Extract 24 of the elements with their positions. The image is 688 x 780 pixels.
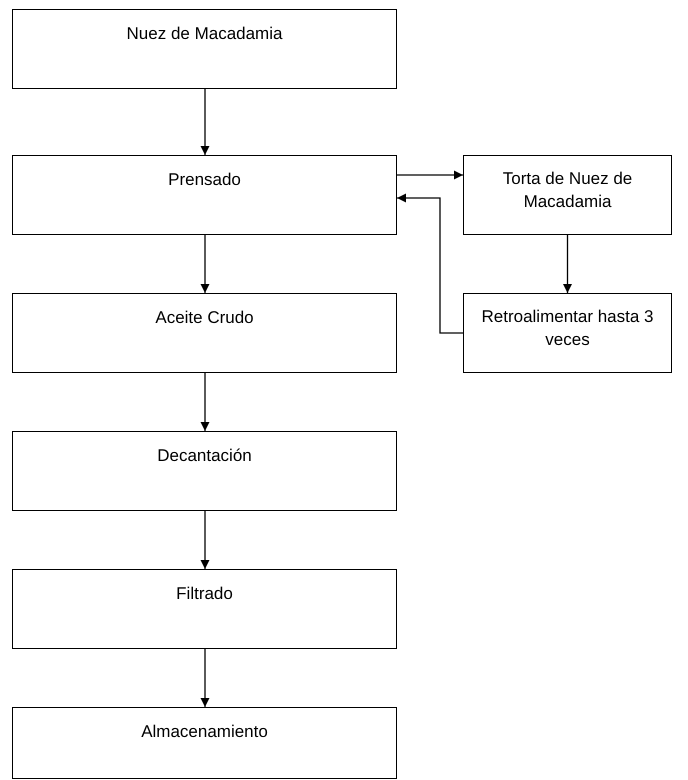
process-box <box>12 9 397 89</box>
box-label: Filtrado <box>175 584 234 604</box>
arrow <box>563 235 572 293</box>
box-label: Nuez de Macadamia <box>126 24 284 44</box>
box-label: Almacenamiento <box>140 722 269 742</box>
process-box <box>12 155 397 235</box>
arrow <box>200 649 210 707</box>
process-box <box>12 431 397 511</box>
arrow <box>200 373 210 431</box>
arrow <box>397 194 463 334</box>
arrow <box>397 170 463 180</box>
box-label: Torta de Nuez de Macadamia <box>502 168 634 213</box>
process-box <box>463 155 672 235</box>
process-box <box>463 293 672 373</box>
box-label: Decantación <box>156 446 253 466</box>
process-box <box>12 569 397 649</box>
box-label: Prensado <box>167 170 242 190</box>
arrow <box>200 511 210 569</box>
box-label: Retroalimentar hasta 3 veces <box>480 306 654 351</box>
process-box <box>12 707 397 779</box>
arrow <box>200 89 210 155</box>
box-label: Aceite Crudo <box>154 308 255 328</box>
arrow <box>200 235 210 293</box>
process-box <box>12 293 397 373</box>
